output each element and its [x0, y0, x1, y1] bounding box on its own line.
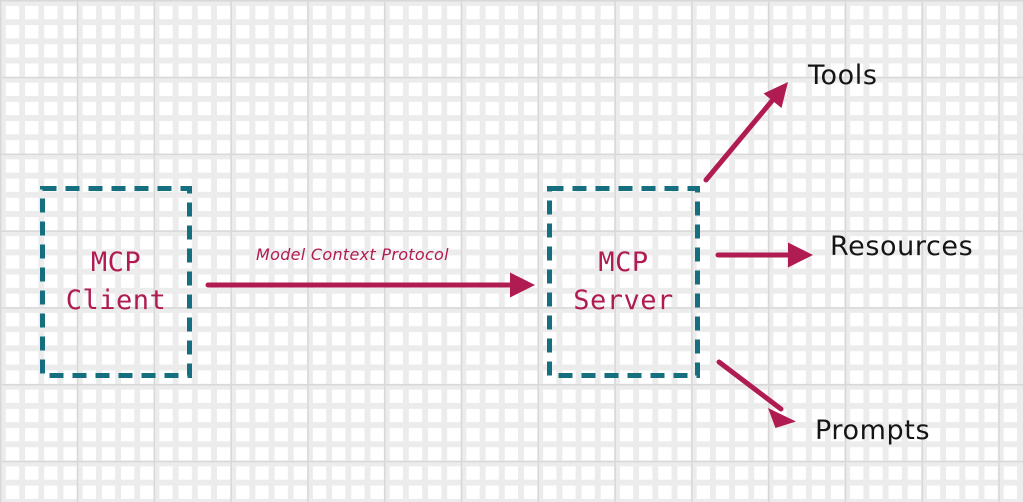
leaf-label-tools[interactable]: Tools: [808, 60, 878, 91]
arrow-server-to-prompts: [716, 359, 796, 428]
mcp-server-label-line2: Server: [573, 285, 674, 316]
mcp-server-label-line1: MCP: [598, 246, 649, 278]
arrow-server-to-tools: [703, 82, 788, 183]
mcp-server-box[interactable]: [547, 186, 700, 378]
edge-label-model-context-protocol: Model Context Protocol: [256, 245, 449, 264]
mcp-server-node[interactable]: MCP Server: [547, 186, 700, 378]
arrow-server-to-resources: [715, 242, 813, 268]
leaf-label-prompts[interactable]: Prompts: [815, 415, 931, 446]
mcp-client-node[interactable]: MCP Client: [40, 186, 192, 378]
arrow-client-to-server: [205, 272, 535, 298]
mcp-client-label-line2: Client: [65, 285, 167, 316]
leaf-label-resources[interactable]: Resources: [830, 231, 974, 262]
mcp-client-box[interactable]: [40, 186, 192, 378]
mcp-client-label-line1: MCP: [90, 246, 142, 278]
